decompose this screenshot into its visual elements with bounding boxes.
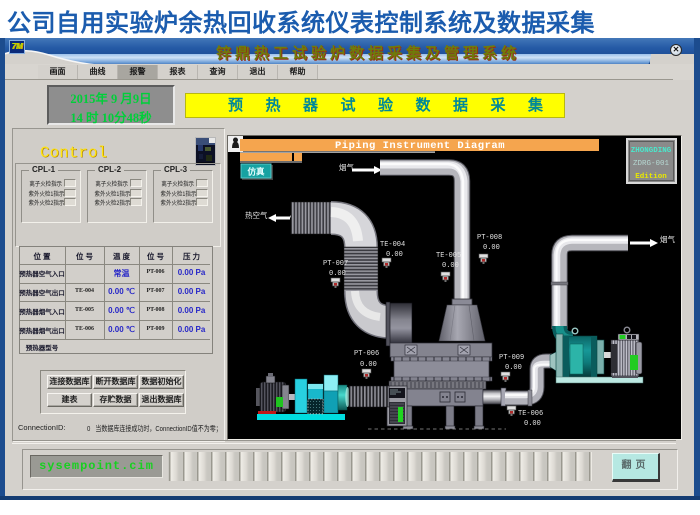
svg-text:PT-007: PT-007 xyxy=(323,260,348,268)
svg-text:烟气: 烟气 xyxy=(660,234,675,244)
svg-text:烟气: 烟气 xyxy=(339,162,354,172)
svg-text:TE-004: TE-004 xyxy=(380,241,405,249)
svg-text:TE-005: TE-005 xyxy=(436,252,461,260)
svg-text:0.00: 0.00 xyxy=(483,244,500,252)
svg-text:ZHONGDING: ZHONGDING xyxy=(631,147,672,155)
svg-text:0.00: 0.00 xyxy=(442,262,459,270)
svg-text:PT-008: PT-008 xyxy=(477,234,502,242)
svg-text:ZDRG-001: ZDRG-001 xyxy=(633,160,670,168)
svg-text:0.00: 0.00 xyxy=(505,364,522,372)
svg-text:0.00: 0.00 xyxy=(360,361,377,369)
svg-text:TE-006: TE-006 xyxy=(518,410,543,418)
svg-text:0.00: 0.00 xyxy=(329,270,346,278)
svg-text:Edition: Edition xyxy=(635,173,667,181)
svg-text:0.00: 0.00 xyxy=(524,420,541,428)
svg-text:仿真: 仿真 xyxy=(247,167,265,177)
svg-text:0.00: 0.00 xyxy=(386,251,403,259)
svg-text:Piping Instrument Diagram: Piping Instrument Diagram xyxy=(335,140,505,152)
svg-text:PT-006: PT-006 xyxy=(354,350,379,358)
svg-text:PT-009: PT-009 xyxy=(499,354,524,362)
svg-text:热空气: 热空气 xyxy=(245,210,268,220)
